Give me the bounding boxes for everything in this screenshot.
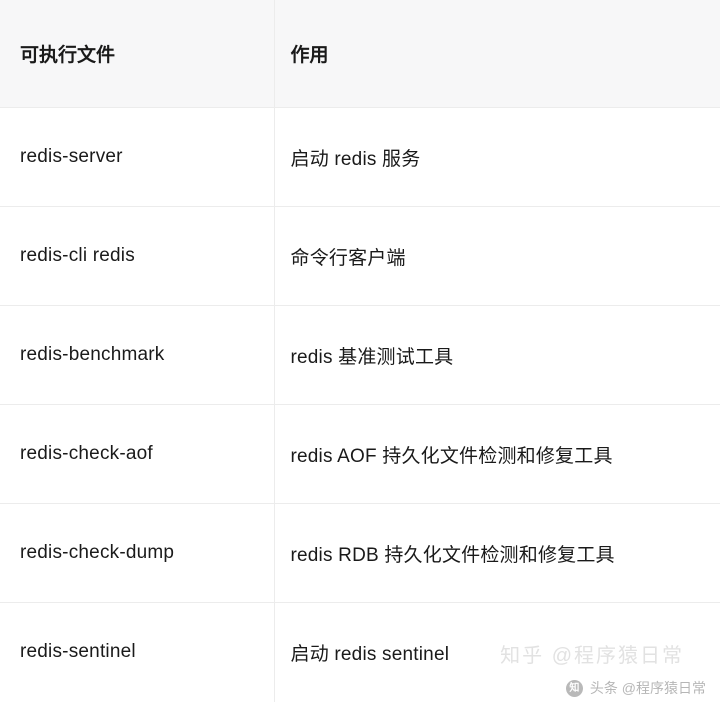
table-row: redis-check-aof redis AOF 持久化文件检测和修复工具: [0, 404, 720, 504]
column-header-file: 可执行文件: [0, 0, 275, 108]
cell-desc: redis 基准测试工具: [274, 305, 720, 405]
table-header: 可执行文件 作用: [0, 0, 720, 108]
column-header-desc: 作用: [274, 0, 720, 108]
cell-desc: 启动 redis 服务: [274, 107, 720, 207]
cell-desc: redis RDB 持久化文件检测和修复工具: [274, 503, 720, 603]
table-row: redis-benchmark redis 基准测试工具: [0, 305, 720, 405]
table-header-row: 可执行文件 作用: [0, 0, 720, 108]
cell-desc: redis AOF 持久化文件检测和修复工具: [274, 404, 720, 504]
table-row: redis-sentinel 启动 redis sentinel: [0, 602, 720, 702]
cell-file: redis-cli redis: [0, 206, 275, 306]
cell-desc: 启动 redis sentinel: [274, 602, 720, 702]
table-row: redis-check-dump redis RDB 持久化文件检测和修复工具: [0, 503, 720, 603]
table-body: redis-server 启动 redis 服务 redis-cli redis…: [0, 107, 720, 702]
cell-file: redis-check-aof: [0, 404, 275, 504]
table-row: redis-cli redis 命令行客户端: [0, 206, 720, 306]
table-row: redis-server 启动 redis 服务: [0, 107, 720, 207]
cell-desc: 命令行客户端: [274, 206, 720, 306]
cell-file: redis-benchmark: [0, 305, 275, 405]
cell-file: redis-server: [0, 107, 275, 207]
cell-file: redis-sentinel: [0, 602, 275, 702]
cell-file: redis-check-dump: [0, 503, 275, 603]
